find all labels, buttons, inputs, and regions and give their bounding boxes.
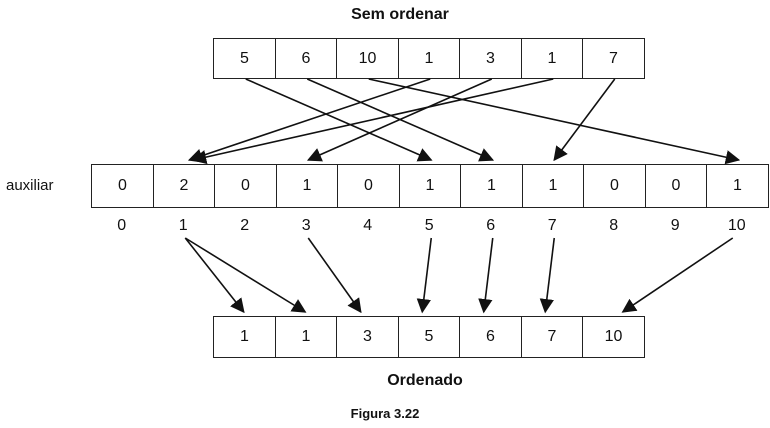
unsorted-cell: 1 xyxy=(397,38,461,79)
arrow xyxy=(191,78,554,165)
figure-caption: Figura 3.22 xyxy=(350,406,420,421)
index-label: 2 xyxy=(240,217,250,234)
arrow xyxy=(539,237,556,314)
sorted-cell: 10 xyxy=(582,316,645,358)
index-label: 5 xyxy=(424,217,434,234)
arrow xyxy=(245,78,433,162)
unsorted-cell: 3 xyxy=(459,38,522,79)
sorted-cell: 1 xyxy=(213,316,276,358)
auxiliar-cell: 1 xyxy=(460,164,523,208)
unsorted-cell: 7 xyxy=(582,38,645,79)
title-unsorted: Sem ordenar xyxy=(351,6,449,23)
sorted-cell: 7 xyxy=(520,316,584,358)
sorted-cell: 3 xyxy=(336,316,399,358)
index-label: 4 xyxy=(363,217,373,234)
arrow xyxy=(306,78,493,162)
index-label: 3 xyxy=(301,217,311,234)
sorted-cell: 5 xyxy=(397,316,461,358)
arrow xyxy=(368,78,741,165)
index-label: 1 xyxy=(178,217,188,234)
sorted-cell: 6 xyxy=(459,316,522,358)
auxiliar-cell: 2 xyxy=(152,164,216,208)
auxiliar-cell: 1 xyxy=(706,164,769,208)
auxiliar-cell: 0 xyxy=(337,164,400,208)
arrow xyxy=(553,78,616,162)
auxiliar-cell: 0 xyxy=(583,164,646,208)
title-sorted: Ordenado xyxy=(387,372,463,389)
arrow xyxy=(478,237,494,314)
arrow xyxy=(184,237,245,314)
arrow xyxy=(621,237,734,313)
arrow xyxy=(187,78,431,163)
sorted-cell: 1 xyxy=(274,316,338,358)
label-auxiliar: auxiliar xyxy=(6,177,54,194)
index-label: 8 xyxy=(609,217,619,234)
index-label: 0 xyxy=(117,217,127,234)
index-label: 10 xyxy=(727,217,746,234)
auxiliar-cell: 0 xyxy=(214,164,277,208)
unsorted-cell: 10 xyxy=(336,38,399,79)
index-label: 7 xyxy=(547,217,557,234)
index-label: 6 xyxy=(486,217,496,234)
arrow xyxy=(307,237,362,314)
arrow xyxy=(184,237,307,313)
auxiliar-cell: 1 xyxy=(275,164,339,208)
arrow xyxy=(416,237,433,314)
auxiliar-cell: 0 xyxy=(644,164,708,208)
auxiliar-cell: 1 xyxy=(521,164,585,208)
index-label: 9 xyxy=(670,217,680,234)
